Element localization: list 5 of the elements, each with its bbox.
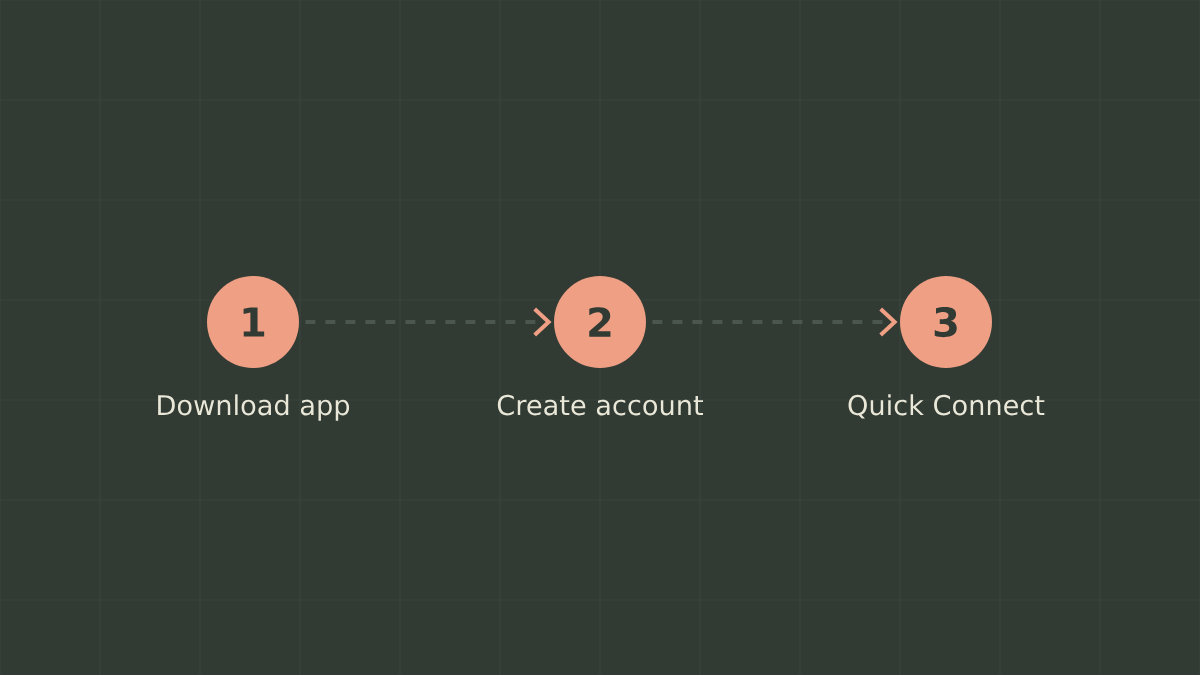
step-label: Quick Connect [848,394,1045,419]
step-label: Download app [158,394,350,421]
arrow [652,307,898,337]
arrow [305,307,552,337]
step-label: Create account [497,394,704,416]
